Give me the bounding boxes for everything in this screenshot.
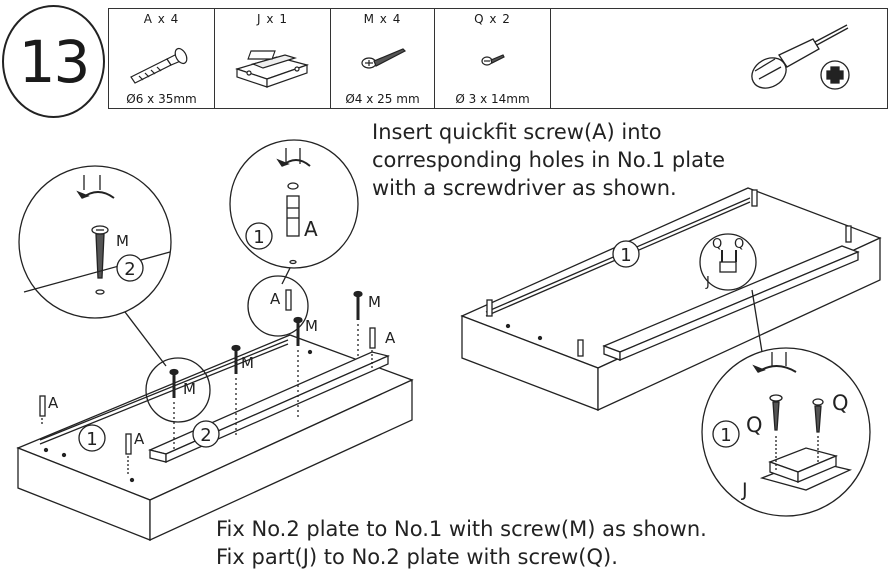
marker-2-zoom [116, 254, 144, 282]
wood-screw-icon [361, 48, 407, 69]
zoom-target-a [247, 275, 309, 337]
magnetic-catch-icon [235, 50, 310, 88]
marker-1-right [612, 240, 640, 268]
part-quantity: A x 4 [143, 12, 180, 26]
label-screw-q: Q [734, 237, 744, 252]
label-part-j: J [741, 479, 748, 501]
label-screw-m: M [368, 293, 381, 311]
label-plate-1: 1 [253, 227, 264, 248]
part-quantity: J x 1 [257, 12, 288, 26]
zoom-target-m [145, 357, 211, 423]
label-screw-q: Q [832, 391, 849, 415]
label-screw-a: A [304, 217, 318, 241]
label-screw-a: A [48, 394, 59, 412]
label-screw-a: A [134, 430, 145, 448]
part-cell-q: Q x 2 Ø 3 x 14mm [435, 9, 551, 108]
instruction-bottom: Fix No.2 plate to No.1 with screw(M) as … [216, 515, 707, 571]
right-catch-small [699, 233, 763, 353]
right-plate-2 [602, 245, 860, 361]
cam-bolt-icon [130, 47, 188, 84]
part-size: Ø 3 x 14mm [455, 92, 530, 106]
label-plate-1: 1 [620, 245, 631, 266]
step-number: 13 [18, 27, 91, 96]
marker-2-left [192, 420, 220, 448]
zoom-circle-m [18, 165, 172, 367]
phillips-screwdriver-icon [751, 24, 850, 90]
parts-table: A x 4 Ø6 x 35mm J x 1 M [108, 8, 888, 109]
label-plate-2: 2 [200, 425, 211, 446]
part-quantity: Q x 2 [474, 12, 511, 26]
marker-1-left [78, 424, 106, 452]
label-plate-1: 1 [720, 425, 731, 446]
part-size: Ø4 x 25 mm [345, 92, 420, 106]
part-cell-j: J x 1 [215, 9, 331, 108]
right-bolts [486, 189, 852, 357]
label-screw-m: M [183, 380, 196, 398]
small-screw-icon [481, 54, 505, 66]
left-screws [39, 289, 376, 474]
label-screw-a: A [385, 329, 396, 347]
label-plate-2: 2 [124, 259, 135, 280]
label-screw-m: M [116, 232, 129, 250]
label-screw-q: Q [712, 237, 722, 252]
step-number-badge: 13 [2, 5, 105, 118]
instruction-top: Insert quickfit screw(A) into correspond… [372, 118, 725, 202]
instruction-line: with a screwdriver as shown. [372, 176, 677, 200]
zoom-circle-q [701, 347, 871, 517]
label-screw-a: A [270, 290, 281, 308]
instruction-line: Insert quickfit screw(A) into [372, 120, 662, 144]
zoom-circle-a [229, 139, 359, 285]
instruction-line: Fix part(J) to No.2 plate with screw(Q). [216, 545, 618, 569]
label-screw-m: M [241, 354, 254, 372]
left-plate-1 [16, 334, 414, 542]
label-screw-q: Q [746, 413, 763, 437]
marker-1-zoom [245, 222, 273, 250]
label-screw-m: M [305, 317, 318, 335]
part-cell-a: A x 4 Ø6 x 35mm [109, 9, 215, 108]
part-quantity: M x 4 [363, 12, 402, 26]
label-plate-1: 1 [86, 429, 97, 450]
instruction-line: Fix No.2 plate to No.1 with screw(M) as … [216, 517, 707, 541]
part-cell-m: M x 4 Ø4 x 25 mm [331, 9, 435, 108]
marker-1-zoom-q [712, 420, 740, 448]
label-part-j: J [705, 275, 710, 290]
right-plate-1 [460, 187, 882, 412]
part-size: Ø6 x 35mm [126, 92, 197, 106]
instruction-line: corresponding holes in No.1 plate [372, 148, 726, 172]
tool-cell [551, 9, 887, 108]
